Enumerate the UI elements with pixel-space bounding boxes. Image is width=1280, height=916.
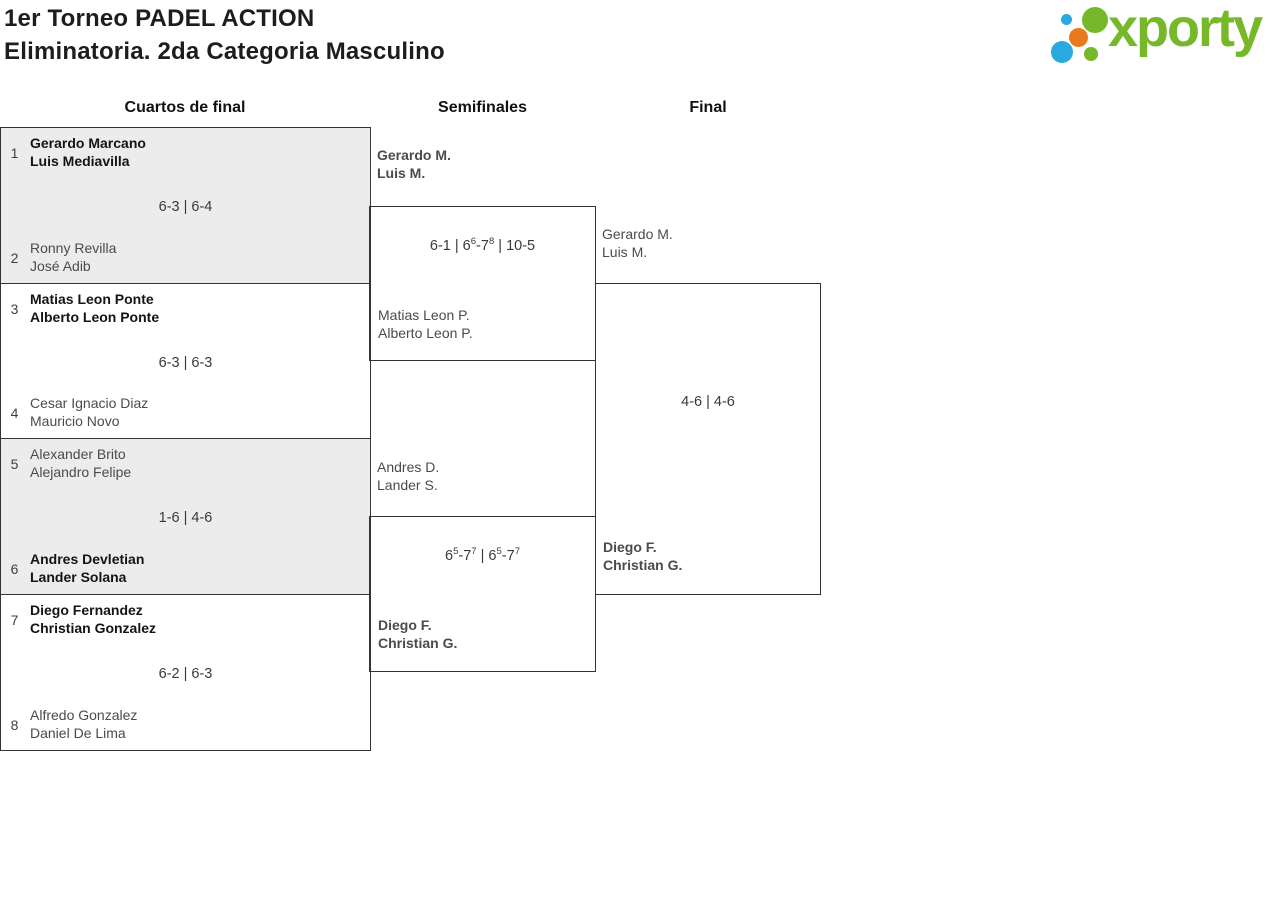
match-score: 4-6 | 4-6 xyxy=(681,394,735,410)
seed-number: 2 xyxy=(10,249,19,266)
team-name: Alexander Brito xyxy=(30,446,126,462)
round-header-semifinals: Semifinales xyxy=(438,99,527,116)
sf2-top-team: Andres D. Lander S. xyxy=(377,458,439,494)
team-name: Matias Leon P. xyxy=(378,307,470,323)
seed-number: 3 xyxy=(10,300,19,317)
logo-dot-orange xyxy=(1069,28,1088,47)
page-title-line1: 1er Torneo PADEL ACTION xyxy=(4,5,315,32)
team-name: Diego F. xyxy=(378,617,432,633)
sf-match-2: 65-77 | 65-77 Diego F. Christian G. xyxy=(369,516,596,672)
match-score: 6-2 | 6-3 xyxy=(158,666,213,682)
page-title-line2: Eliminatoria. 2da Categoria Masculino xyxy=(4,38,445,65)
team-names: Gerardo Marcano Luis Mediavilla xyxy=(30,135,146,170)
match-score: 6-3 | 6-3 xyxy=(158,355,213,371)
team-name: Christian Gonzalez xyxy=(30,619,157,636)
team-name: Diego F. xyxy=(603,539,657,555)
team-row: 4 Cesar Ignacio Diaz Mauricio Novo xyxy=(8,395,362,430)
team-name: Daniel De Lima xyxy=(30,724,126,741)
round-header-final: Final xyxy=(689,99,727,116)
team-name: Gerardo Marcano xyxy=(30,135,146,151)
team-names: Matias Leon Ponte Alberto Leon Ponte xyxy=(30,291,159,326)
team-name: Ronny Revilla xyxy=(30,240,117,256)
qf-match-3: 5 Alexander Brito Alejandro Felipe 1-6 |… xyxy=(0,438,371,595)
team-name: Lander Solana xyxy=(30,568,127,585)
team-names: Cesar Ignacio Diaz Mauricio Novo xyxy=(30,395,148,430)
team-row: 6 Andres Devletian Lander Solana xyxy=(8,551,362,586)
team-name: Gerardo M. xyxy=(602,226,673,242)
logo-dot-green-small xyxy=(1084,47,1098,61)
team-name: Cesar Ignacio Diaz xyxy=(30,395,149,411)
team-row: 3 Matias Leon Ponte Alberto Leon Ponte xyxy=(8,291,362,326)
sf-match-1: 6-1 | 66-78 | 10-5 Matias Leon P. Albert… xyxy=(369,206,596,361)
seed-number: 8 xyxy=(10,716,19,733)
team-name: Lander S. xyxy=(377,477,438,493)
team-name: Luis M. xyxy=(377,165,426,181)
team-name: Christian G. xyxy=(603,556,683,573)
team-name: José Adib xyxy=(30,257,91,274)
team-name: Alejandro Felipe xyxy=(30,463,132,480)
final-top-team: Gerardo M. Luis M. xyxy=(602,225,673,261)
team-names: Ronny Revilla José Adib xyxy=(30,240,116,275)
team-name: Christian G. xyxy=(378,635,458,651)
qf-match-4: 7 Diego Fernandez Christian Gonzalez 6-2… xyxy=(0,594,371,751)
match-score: 6-1 | 66-78 | 10-5 xyxy=(429,236,536,254)
page-title: 1er Torneo PADEL ACTION Eliminatoria. 2d… xyxy=(4,2,445,68)
team-name: Matias Leon Ponte xyxy=(30,291,154,307)
team-name: Alberto Leon P. xyxy=(378,325,473,341)
team-name: Luis Mediavilla xyxy=(30,152,130,169)
final-bottom-team: Diego F. Christian G. xyxy=(603,539,682,574)
match-score: 1-6 | 4-6 xyxy=(158,510,213,526)
team-name: Alberto Leon Ponte xyxy=(30,308,160,325)
team-names: Alexander Brito Alejandro Felipe xyxy=(30,446,131,481)
team-name: Andres Devletian xyxy=(30,551,145,567)
qf-match-2: 3 Matias Leon Ponte Alberto Leon Ponte 6… xyxy=(0,283,371,439)
logo-dot-blue-small xyxy=(1061,14,1072,25)
team-names: Alfredo Gonzalez Daniel De Lima xyxy=(30,707,137,742)
logo-wordmark: xporty xyxy=(1108,0,1263,58)
team-name: Luis M. xyxy=(602,244,648,260)
team-row: 2 Ronny Revilla José Adib xyxy=(8,240,362,275)
xporty-logo[interactable]: xporty xyxy=(1046,0,1276,76)
seed-number: 6 xyxy=(10,560,19,577)
team-row: 1 Gerardo Marcano Luis Mediavilla xyxy=(8,135,362,170)
seed-number: 4 xyxy=(10,404,19,421)
team-name: Gerardo M. xyxy=(377,147,451,163)
seed-number: 7 xyxy=(10,611,19,628)
team-names: Andres Devletian Lander Solana xyxy=(30,551,144,586)
match-score: 6-3 | 6-4 xyxy=(158,199,213,215)
sf1-bottom-team: Matias Leon P. Alberto Leon P. xyxy=(378,306,473,342)
team-names: Diego Fernandez Christian Gonzalez xyxy=(30,602,156,637)
team-row: 5 Alexander Brito Alejandro Felipe xyxy=(8,446,362,481)
final-match: 4-6 | 4-6 Diego F. Christian G. xyxy=(595,283,821,595)
team-name: Andres D. xyxy=(377,459,440,475)
round-header-quarterfinals: Cuartos de final xyxy=(124,99,246,116)
seed-number: 1 xyxy=(10,144,19,161)
team-name: Mauricio Novo xyxy=(30,412,120,429)
sf2-bottom-team: Diego F. Christian G. xyxy=(378,616,457,652)
qf-match-1: 1 Gerardo Marcano Luis Mediavilla 6-3 | … xyxy=(0,127,371,284)
team-row: 7 Diego Fernandez Christian Gonzalez xyxy=(8,602,362,637)
logo-dot-blue-large xyxy=(1051,41,1073,63)
team-name: Diego Fernandez xyxy=(30,602,143,618)
team-name: Alfredo Gonzalez xyxy=(30,707,138,723)
match-score: 65-77 | 65-77 xyxy=(445,546,520,564)
sf1-top-team: Gerardo M. Luis M. xyxy=(377,146,451,182)
team-row: 8 Alfredo Gonzalez Daniel De Lima xyxy=(8,707,362,742)
seed-number: 5 xyxy=(10,455,19,472)
logo-dot-green-large xyxy=(1082,7,1108,33)
